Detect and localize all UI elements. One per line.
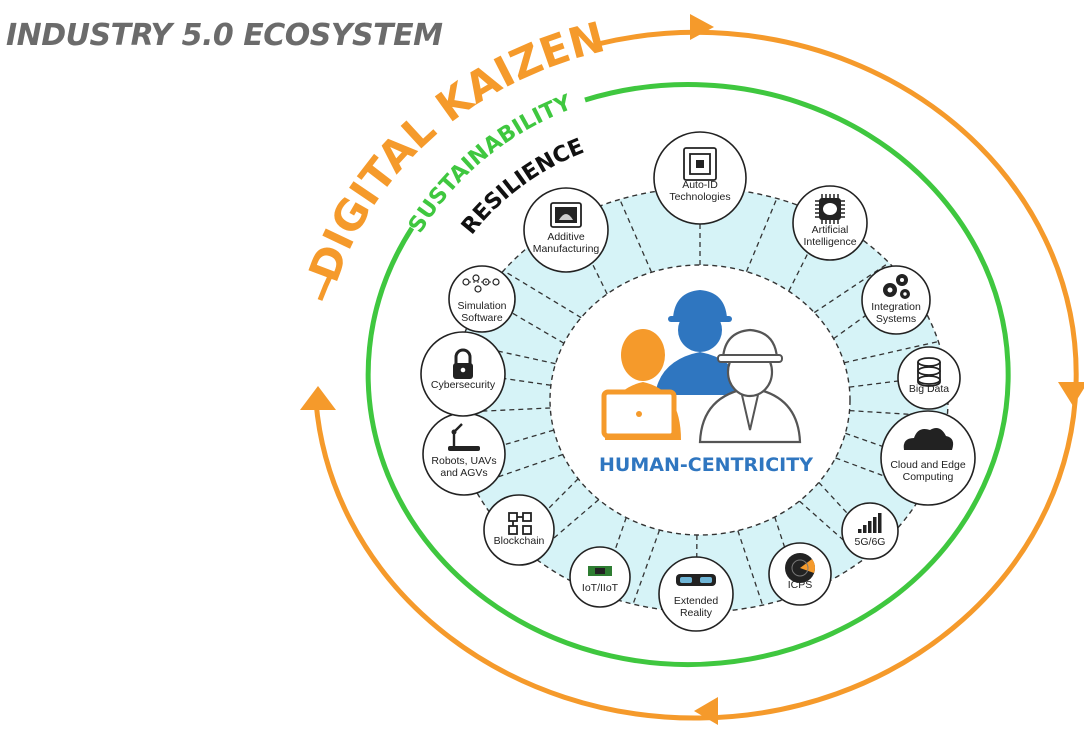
node-label: Blockchain — [494, 535, 545, 547]
robot-arm-icon — [448, 423, 480, 451]
human-centricity-label: HUMAN-CENTRICITY — [599, 454, 813, 476]
node-label: Systems — [876, 313, 916, 325]
node-5g: 5G/6G — [841, 502, 899, 560]
band-divider — [844, 340, 939, 364]
band-divider — [460, 342, 556, 365]
node-connector — [833, 314, 867, 340]
band-divider — [472, 453, 563, 487]
padlock-icon — [453, 348, 473, 379]
band-divider — [619, 199, 653, 273]
band-divider — [835, 457, 925, 492]
node-cyber: Cybersecurity — [420, 331, 506, 417]
node-label: ICPS — [788, 579, 813, 591]
band-divider — [745, 198, 778, 272]
node-connector — [788, 252, 809, 292]
database-icon — [917, 357, 941, 387]
node-circle — [880, 410, 976, 506]
page-title: INDUSTRY 5.0 ECOSYSTEM — [6, 18, 443, 53]
node-circle — [422, 412, 506, 496]
brain-chip-icon — [815, 194, 845, 224]
sustainability-ring — [365, 82, 1011, 667]
node-icps: ICPS — [768, 542, 832, 606]
3d-printer-icon — [550, 202, 582, 228]
node-connector — [511, 312, 565, 344]
radar-icon — [785, 553, 815, 583]
network-flow-icon — [462, 274, 500, 293]
node-label: Computing — [903, 471, 954, 483]
digital-kaizen-ring — [300, 14, 1084, 725]
blocks-icon — [508, 512, 532, 535]
node-circle — [569, 546, 631, 608]
node-big-data: Big Data — [897, 346, 961, 410]
signal-bars-icon — [858, 513, 882, 533]
node-label: Intelligence — [803, 236, 856, 248]
human-centricity-hub: HUMAN-CENTRICITY — [599, 290, 813, 476]
cycle-arrow-top — [690, 14, 714, 40]
cycle-arrow-right — [1058, 382, 1084, 406]
node-label: Simulation — [457, 300, 506, 312]
cloud-icon — [903, 428, 954, 450]
gears-icon — [883, 274, 910, 299]
cycle-arrow-bottom — [694, 697, 718, 725]
node-connector — [546, 478, 579, 511]
band-divider — [632, 529, 661, 605]
node-label: Cybersecurity — [431, 379, 496, 391]
node-label: Reality — [680, 607, 713, 619]
node-circle — [653, 131, 747, 225]
node-label: Manufacturing — [533, 243, 600, 255]
node-label: Auto-ID — [682, 179, 718, 191]
node-blockchain: Blockchain — [483, 494, 555, 566]
cycle-arrow-left — [300, 386, 336, 410]
node-label: Extended — [674, 595, 719, 607]
node-label: Artificial — [812, 224, 849, 236]
person-orange-icon — [601, 329, 681, 440]
node-connector — [614, 517, 627, 552]
node-label: IoT/IIoT — [582, 582, 619, 594]
node-label: Software — [461, 312, 503, 324]
node-circle — [658, 556, 734, 632]
node-circle — [523, 187, 609, 273]
band-divider — [737, 530, 764, 606]
node-connector — [818, 481, 849, 515]
node-label: Robots, UAVs — [431, 455, 496, 467]
vr-headset-icon — [676, 574, 716, 586]
node-circle — [483, 494, 555, 566]
band-divider — [813, 262, 890, 314]
node-label: Additive — [547, 231, 585, 243]
node-connector — [504, 377, 551, 386]
band-divider — [503, 270, 582, 319]
node-label: Cloud and Edge — [890, 459, 965, 471]
node-connector — [845, 432, 883, 448]
engineer-outline-icon — [698, 328, 802, 444]
node-iot: IoT/IIoT — [569, 546, 631, 608]
node-label: and AGVs — [440, 467, 487, 479]
node-connector — [591, 262, 608, 295]
iot-board-icon — [588, 566, 612, 576]
node-label: Technologies — [669, 191, 730, 203]
node-circle — [861, 265, 931, 335]
node-label: Integration — [871, 301, 921, 313]
node-label: Big Data — [909, 383, 949, 395]
rfid-chip-icon — [683, 147, 717, 181]
node-label: 5G/6G — [855, 536, 886, 548]
